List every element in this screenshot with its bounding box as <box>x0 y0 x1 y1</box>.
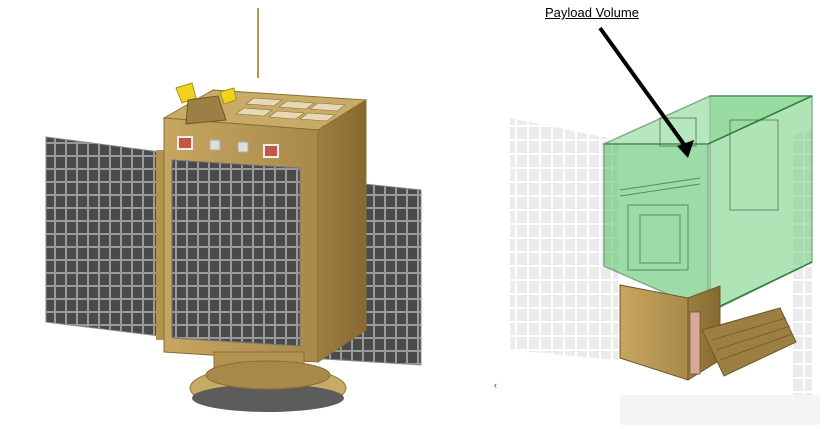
sensor-1 <box>177 136 193 150</box>
satellite-render <box>45 8 422 412</box>
sensor-2 <box>209 139 221 151</box>
satellite-side-face <box>317 99 367 363</box>
callout-arrow <box>598 26 690 152</box>
antenna-icon <box>175 82 237 125</box>
front-solar-array <box>171 159 301 347</box>
sensor-4 <box>263 144 279 158</box>
payload-volume-label: Payload Volume <box>545 5 639 20</box>
sensor-3 <box>237 141 249 153</box>
payload-volume-diagram <box>510 26 820 425</box>
arrow-head-icon <box>677 140 694 158</box>
battery-pack <box>701 307 797 377</box>
bus-module-front <box>619 284 689 381</box>
left-solar-panel <box>45 136 161 337</box>
stray-mark: ‹ <box>494 380 497 390</box>
ghost-solar-panel-left <box>510 118 618 360</box>
